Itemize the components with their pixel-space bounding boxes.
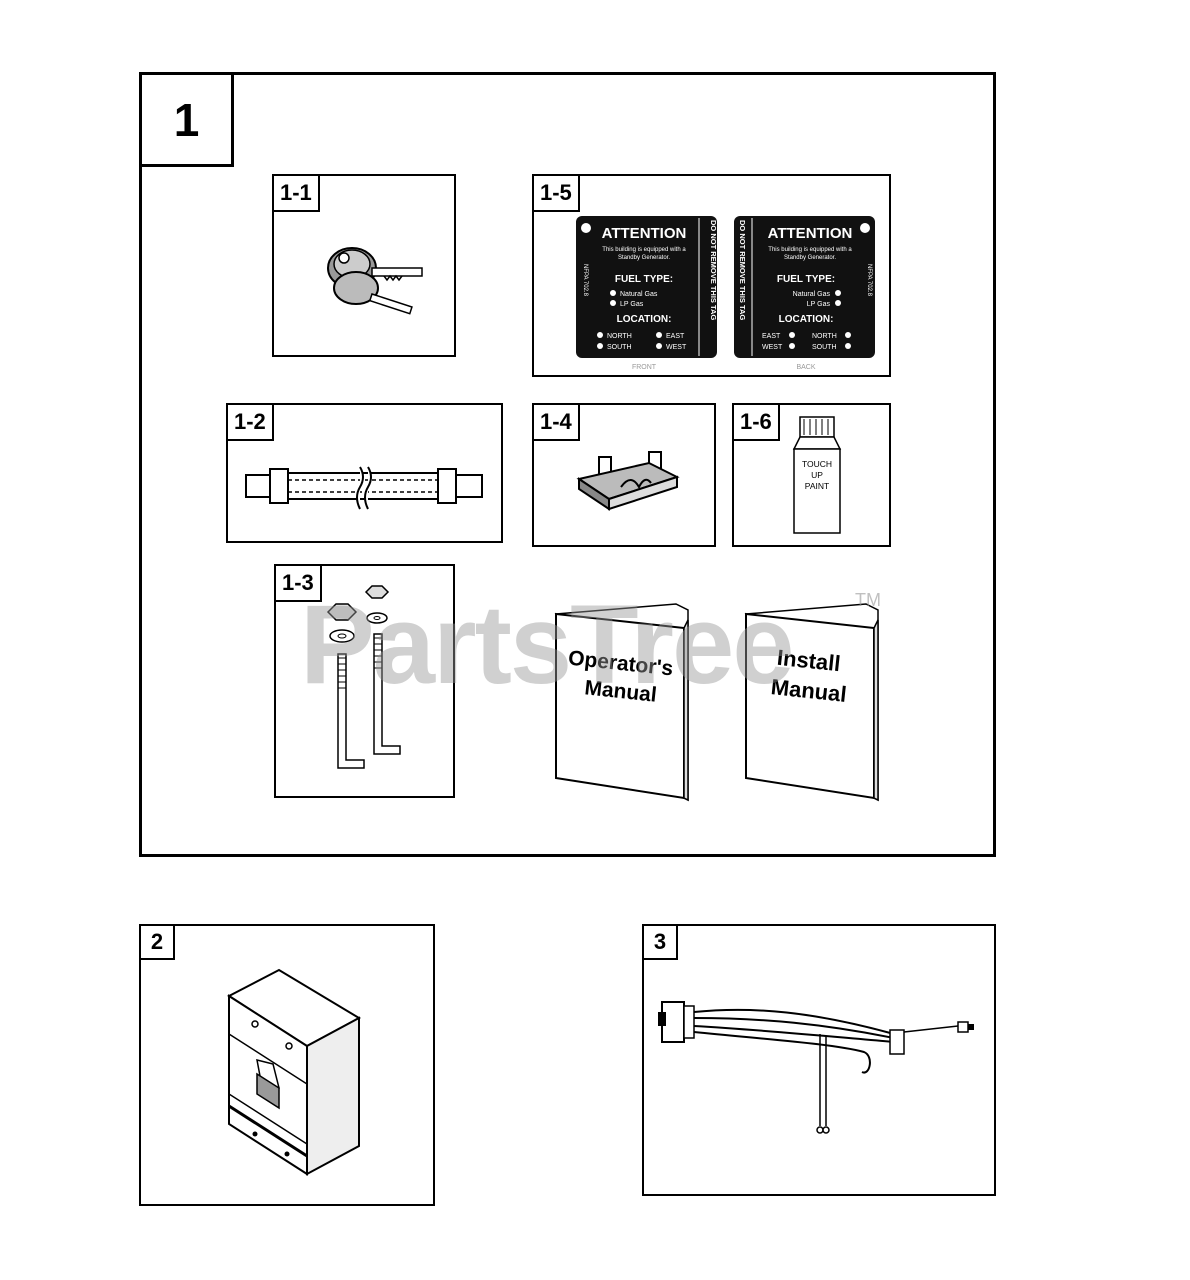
tag-back-lp-gas: LP Gas xyxy=(807,301,831,308)
tag-back-line1: This building is equipped with a xyxy=(768,247,852,253)
part-1-5-box: 1-5 ATTENTION This building is equipped … xyxy=(532,174,891,377)
paint-bottle-illustration: TOUCH UP PAINT xyxy=(792,416,842,534)
part-1-4-box: 1-4 xyxy=(532,403,716,547)
tag-front-natural-gas: Natural Gas xyxy=(620,291,658,298)
hose-illustration xyxy=(245,466,483,510)
attention-tag-back: ATTENTION This building is equipped with… xyxy=(734,216,875,371)
tag-front-nfpa: NFPA 702.8 xyxy=(582,264,588,297)
tag-back-south: SOUTH xyxy=(812,344,837,351)
j-bolt-right xyxy=(373,633,401,755)
tag-back-west: WEST xyxy=(762,344,783,351)
watermark-trademark: TM xyxy=(855,590,881,610)
tag-back-fuel-type: FUEL TYPE: xyxy=(777,274,835,285)
part-1-5-label: 1-5 xyxy=(532,174,580,212)
circuit-breaker-illustration xyxy=(227,968,362,1176)
part-1-2-box: 1-2 xyxy=(226,403,503,543)
hex-nut-left xyxy=(326,603,358,621)
part-1-2-label: 1-2 xyxy=(226,403,274,441)
tag-front-line1: This building is equipped with a xyxy=(602,247,686,253)
part-1-1-box: 1-1 xyxy=(272,174,456,357)
part-3-box: 3 xyxy=(642,924,996,1196)
tag-front-location: LOCATION: xyxy=(617,314,672,325)
tag-front-west: WEST xyxy=(666,344,687,351)
fuse-illustration xyxy=(576,451,680,511)
wiring-harness-illustration xyxy=(658,1001,974,1134)
tag-back-line2: Standby Generator. xyxy=(784,255,836,261)
paint-line3: PAINT xyxy=(805,481,829,491)
tag-back-side-text: DO NOT REMOVE THIS TAG xyxy=(738,220,747,320)
paint-line1: TOUCH xyxy=(802,459,832,469)
j-bolts-illustration xyxy=(326,585,401,769)
tag-front-east: EAST xyxy=(666,333,685,340)
tag-front-title: ATTENTION xyxy=(602,225,687,242)
hex-nut-right xyxy=(364,585,390,599)
tag-back-caption: BACK xyxy=(796,364,815,371)
kit-box-1-number: 1 xyxy=(139,72,234,167)
part-1-6-label: 1-6 xyxy=(732,403,780,441)
tag-front-side-text: DO NOT REMOVE THIS TAG xyxy=(709,220,718,320)
tag-back-nfpa: NFPA 702.8 xyxy=(866,264,872,297)
tag-front-lp-gas: LP Gas xyxy=(620,301,644,308)
part-1-1-label: 1-1 xyxy=(272,174,320,212)
part-3-label: 3 xyxy=(642,924,678,960)
keys-illustration xyxy=(327,247,423,315)
tag-front-caption: FRONT xyxy=(632,364,657,371)
tag-back-east: EAST xyxy=(762,333,781,340)
part-1-4-label: 1-4 xyxy=(532,403,580,441)
operators-manual-illustration: Operator's Manual xyxy=(554,603,689,802)
part-2-box: 2 xyxy=(139,924,435,1206)
install-manual-illustration: Install Manual xyxy=(744,603,879,802)
tag-back-location: LOCATION: xyxy=(779,314,834,325)
paint-line2: UP xyxy=(811,470,823,480)
part-1-3-box: 1-3 xyxy=(274,564,455,798)
tag-front-south: SOUTH xyxy=(607,344,632,351)
tag-front-line2: Standby Generator. xyxy=(618,255,670,261)
j-bolt-left xyxy=(337,653,365,769)
tag-back-natural-gas: Natural Gas xyxy=(793,291,831,298)
tag-back-north: NORTH xyxy=(812,333,837,340)
attention-tag-front: ATTENTION This building is equipped with… xyxy=(576,216,718,371)
part-2-label: 2 xyxy=(139,924,175,960)
part-1-3-label: 1-3 xyxy=(274,564,322,602)
tag-back-title: ATTENTION xyxy=(768,225,853,242)
tag-front-fuel-type: FUEL TYPE: xyxy=(615,274,673,285)
part-1-6-box: 1-6 TOUCH UP PAINT xyxy=(732,403,891,547)
tag-front-north: NORTH xyxy=(607,333,632,340)
